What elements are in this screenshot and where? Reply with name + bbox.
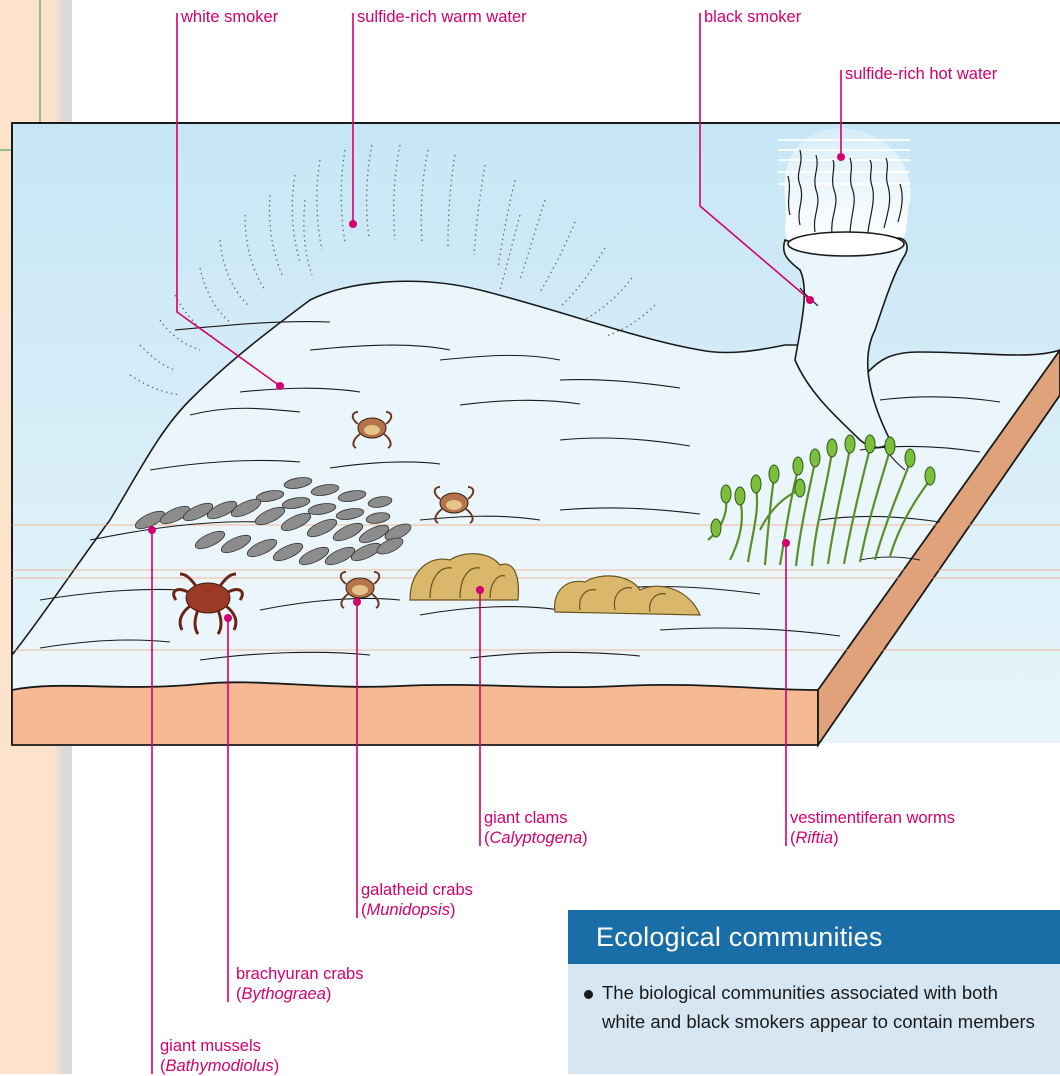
genus-munidopsis: Munidopsis <box>367 901 450 919</box>
ecological-communities-box: Ecological communities The biological co… <box>568 910 1060 1074</box>
genus-calyptogena: Calyptogena <box>490 829 583 847</box>
box-title: Ecological communities <box>568 910 1060 964</box>
label-giant-mussels: giant mussels (Bathymodiolus) <box>160 1036 279 1076</box>
genus-bathymodiolus: Bathymodiolus <box>166 1057 274 1075</box>
label-sulfide-warm-water: sulfide-rich warm water <box>357 7 527 27</box>
genus-bythograea: Bythograea <box>242 985 326 1003</box>
box-body: The biological communities associated wi… <box>568 964 1060 1036</box>
box-body-text: The biological communities associated wi… <box>602 982 1035 1032</box>
bullet-icon <box>584 990 593 999</box>
label-white-smoker: white smoker <box>181 7 278 27</box>
label-sulfide-hot-water: sulfide-rich hot water <box>845 64 997 84</box>
label-giant-clams: giant clams (Calyptogena) <box>484 808 588 848</box>
label-brachyuran-crabs: brachyuran crabs (Bythograea) <box>236 964 363 1004</box>
label-vestimentiferan-worms: vestimentiferan worms (Riftia) <box>790 808 955 848</box>
label-black-smoker: black smoker <box>704 7 801 27</box>
label-galatheid-crabs: galatheid crabs (Munidopsis) <box>361 880 473 920</box>
genus-riftia: Riftia <box>796 829 834 847</box>
